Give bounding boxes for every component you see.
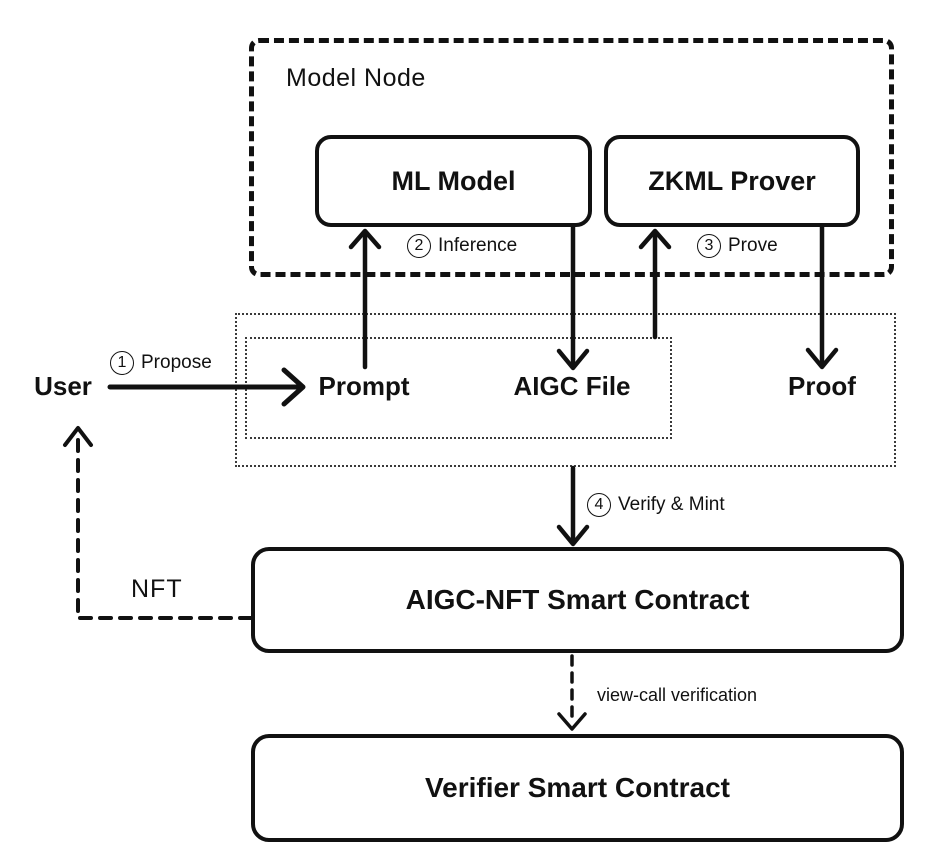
ml-model-box: ML Model: [315, 135, 592, 227]
zkml-prover-label: ZKML Prover: [648, 165, 816, 196]
verifier-contract-label: Verifier Smart Contract: [425, 772, 730, 803]
step-4-circle-icon: 4: [587, 493, 611, 517]
view-call-arrow: [557, 654, 587, 731]
aigc-nft-contract-label: AIGC-NFT Smart Contract: [405, 584, 750, 615]
proof-label: Proof: [788, 371, 856, 401]
step-inference-label: 2 Inference: [407, 234, 517, 258]
verify-mint-arrow: [556, 465, 590, 547]
artifacts-outer-dotted-box: [235, 313, 896, 467]
step-1-text: Propose: [141, 352, 212, 373]
step-2-text: Inference: [438, 235, 518, 256]
ml-model-label: ML Model: [391, 165, 516, 196]
zkml-prover-box: ZKML Prover: [604, 135, 860, 227]
step-prove-label: 3 Prove: [697, 234, 778, 258]
view-call-edge-label: view-call verification: [597, 685, 758, 705]
step-1-circle-icon: 1: [110, 351, 134, 375]
step-4-text: Verify & Mint: [618, 494, 725, 515]
verifier-contract-box: Verifier Smart Contract: [251, 734, 904, 842]
nft-edge-label: NFT: [131, 575, 183, 603]
step-3-text: Prove: [728, 235, 778, 256]
user-label: User: [34, 371, 92, 401]
aigc-file-label: AIGC File: [513, 371, 631, 401]
step-2-circle-icon: 2: [407, 234, 431, 258]
model-node-title: Model Node: [286, 64, 426, 92]
prompt-label: Prompt: [318, 371, 410, 401]
step-3-circle-icon: 3: [697, 234, 721, 258]
aigc-nft-contract-box: AIGC-NFT Smart Contract: [251, 547, 904, 653]
step-propose-label: 1 Propose: [110, 351, 212, 375]
step-verify-mint-label: 4 Verify & Mint: [587, 493, 725, 517]
